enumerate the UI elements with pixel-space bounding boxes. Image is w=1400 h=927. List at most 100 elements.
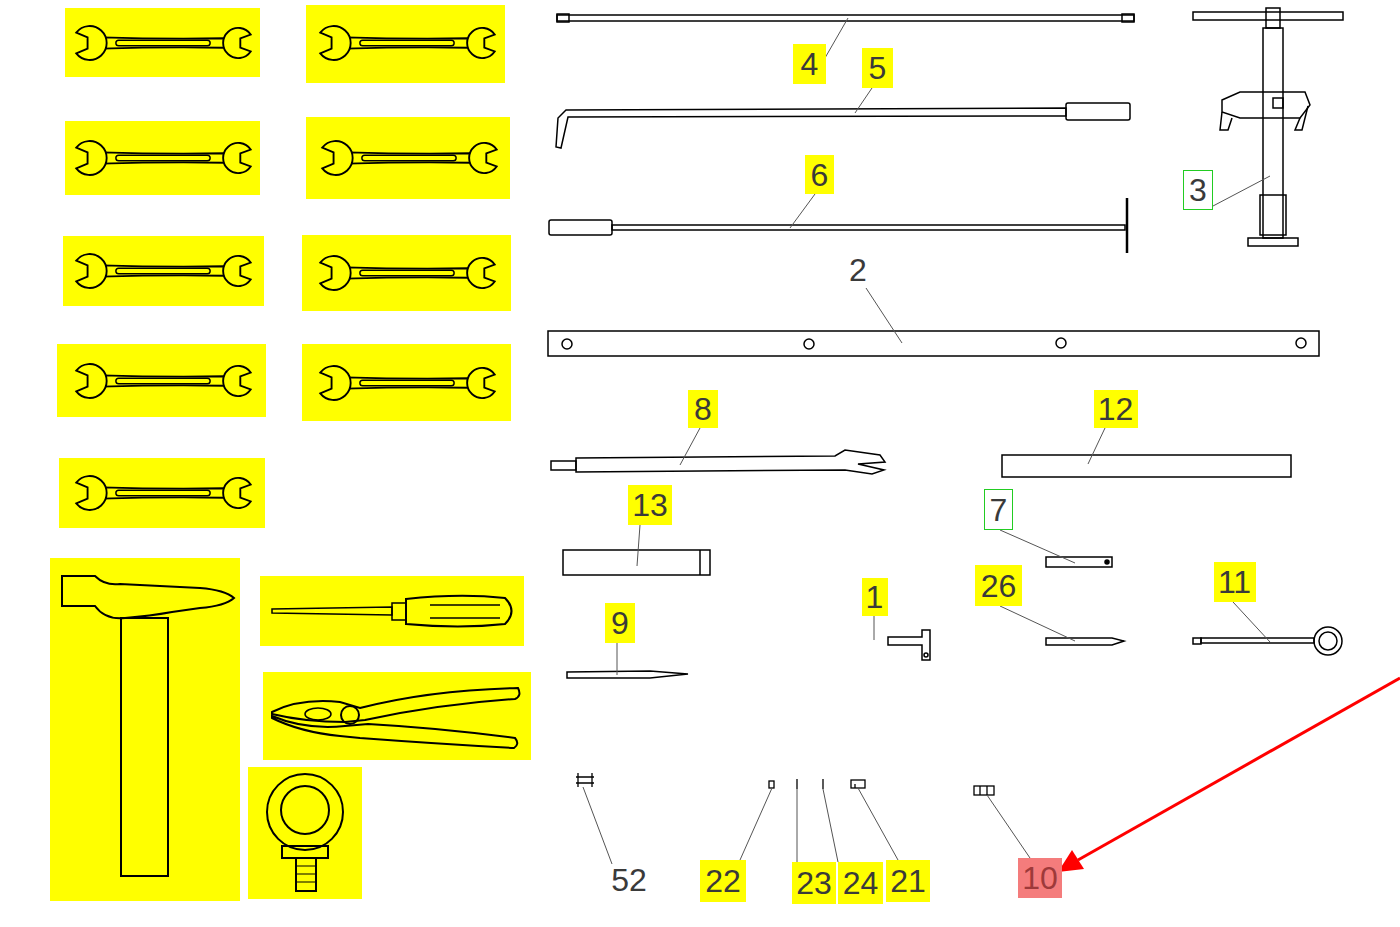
small-parts-part bbox=[979, 786, 980, 795]
puller-3-part bbox=[1295, 106, 1308, 130]
pliers-icon bbox=[263, 672, 531, 760]
punch-26-part bbox=[1046, 638, 1124, 645]
ring-rod-11-part bbox=[1201, 638, 1314, 643]
wrench-icons-part bbox=[76, 476, 250, 510]
rod-4-part bbox=[557, 14, 569, 22]
pin-7-part bbox=[1046, 557, 1112, 567]
callout-number: 24 bbox=[843, 867, 879, 899]
callout-number: 52 bbox=[611, 864, 647, 896]
wrench-icons-part bbox=[76, 26, 250, 60]
callout-number: 4 bbox=[801, 48, 819, 80]
screwdriver-icon bbox=[260, 576, 524, 646]
bracket-1-part bbox=[924, 653, 928, 657]
callout-number: 8 bbox=[694, 393, 712, 425]
leader-lines-part bbox=[1213, 176, 1270, 206]
leader-lines-part bbox=[797, 789, 798, 862]
leader-lines-part bbox=[1000, 606, 1075, 641]
drift-9 bbox=[567, 671, 688, 678]
puller-3-part bbox=[1220, 112, 1232, 130]
rod-4 bbox=[557, 14, 1134, 22]
puller-3-part bbox=[1273, 98, 1283, 108]
puller-3-part bbox=[1222, 92, 1310, 118]
crowbar-5-part bbox=[556, 108, 1066, 148]
wrench-panels-part bbox=[306, 5, 505, 83]
leader-lines-part bbox=[1000, 530, 1075, 563]
eyebolt-icon-part bbox=[282, 846, 328, 858]
pliers-icon-part bbox=[263, 672, 531, 760]
callout-box: 6 bbox=[805, 155, 834, 194]
bracket-1-part bbox=[888, 630, 930, 660]
eyebolt-icon-part bbox=[248, 767, 362, 899]
rod-4-part bbox=[557, 15, 1134, 21]
pointer-arrow bbox=[1058, 678, 1400, 872]
fork-lever-8 bbox=[551, 450, 885, 474]
wrench-icons-part bbox=[322, 141, 496, 175]
flat-bar-2-part bbox=[548, 331, 1319, 356]
wrench-icons-part bbox=[76, 364, 250, 398]
small-parts-part bbox=[769, 781, 774, 788]
tube-13-part bbox=[699, 550, 701, 575]
leader-lines-part bbox=[583, 787, 612, 864]
t-rod-6-part bbox=[549, 220, 612, 235]
leader-lines-part bbox=[790, 194, 815, 228]
tube-12-part bbox=[1002, 455, 1291, 477]
callout-number: 1 bbox=[866, 581, 884, 613]
pointer-arrow-part bbox=[1078, 678, 1400, 860]
leader-lines-part bbox=[855, 88, 872, 113]
pliers-icon-part bbox=[272, 716, 517, 748]
ring-rod-11-part bbox=[1319, 632, 1337, 650]
crowbar-5-part bbox=[1066, 103, 1130, 120]
callout-number: 21 bbox=[890, 865, 926, 897]
screwdriver-icon-part bbox=[260, 576, 524, 646]
callout-number: 10 bbox=[1022, 862, 1058, 894]
ring-rod-11-part bbox=[1193, 638, 1201, 644]
flat-bar-2-part bbox=[1056, 338, 1066, 348]
small-parts-part bbox=[974, 786, 994, 795]
flat-bar-2 bbox=[548, 331, 1319, 356]
wrench-icons-part bbox=[320, 256, 494, 290]
callout-box: 7 bbox=[984, 489, 1013, 530]
wrench-icons bbox=[76, 26, 496, 510]
leader-lines-part bbox=[637, 525, 640, 566]
punch-26 bbox=[1046, 638, 1124, 645]
callout-box: 22 bbox=[700, 860, 746, 902]
flat-bar-2-part bbox=[562, 339, 572, 349]
pin-7-part bbox=[1105, 560, 1109, 564]
rod-4-part bbox=[1122, 14, 1134, 22]
callout-box: 26 bbox=[975, 565, 1022, 606]
screwdriver-icon-part bbox=[406, 596, 512, 627]
crowbar-5 bbox=[556, 103, 1130, 148]
screwdriver-icon-part bbox=[272, 607, 392, 615]
wrench-icons-part bbox=[320, 26, 494, 60]
pliers-icon-part bbox=[305, 708, 331, 720]
wrench-panels-part bbox=[63, 236, 264, 306]
leader-lines-part bbox=[858, 788, 898, 860]
wrench-panels-part bbox=[302, 344, 511, 421]
eyebolt-icon-part bbox=[267, 774, 343, 850]
leader-lines-part bbox=[680, 428, 700, 465]
puller-3-part bbox=[1266, 8, 1280, 28]
callout-number: 2 bbox=[849, 254, 867, 286]
puller-3 bbox=[1193, 8, 1343, 246]
callout-box: 1 bbox=[862, 578, 888, 616]
hammer-icon bbox=[50, 558, 240, 901]
pin-7 bbox=[1046, 557, 1112, 567]
ring-rod-11 bbox=[1193, 627, 1342, 655]
wrench-panels-part bbox=[59, 458, 265, 528]
eyebolt-icon-part bbox=[296, 866, 316, 882]
small-parts-part bbox=[796, 779, 797, 789]
wrench-panels-part bbox=[57, 344, 266, 417]
callout-number: 3 bbox=[1189, 174, 1207, 206]
puller-3-part bbox=[1193, 12, 1343, 20]
small-parts-part bbox=[822, 779, 823, 789]
callout-number: 12 bbox=[1098, 393, 1134, 425]
leader-lines-part bbox=[1233, 602, 1270, 642]
callout-number: 5 bbox=[869, 52, 887, 84]
small-parts-part bbox=[576, 773, 594, 787]
callout-box: 24 bbox=[838, 862, 883, 904]
callout-number: 9 bbox=[611, 607, 629, 639]
puller-3-part bbox=[1260, 195, 1286, 235]
eyebolt-icon-part bbox=[281, 786, 329, 834]
